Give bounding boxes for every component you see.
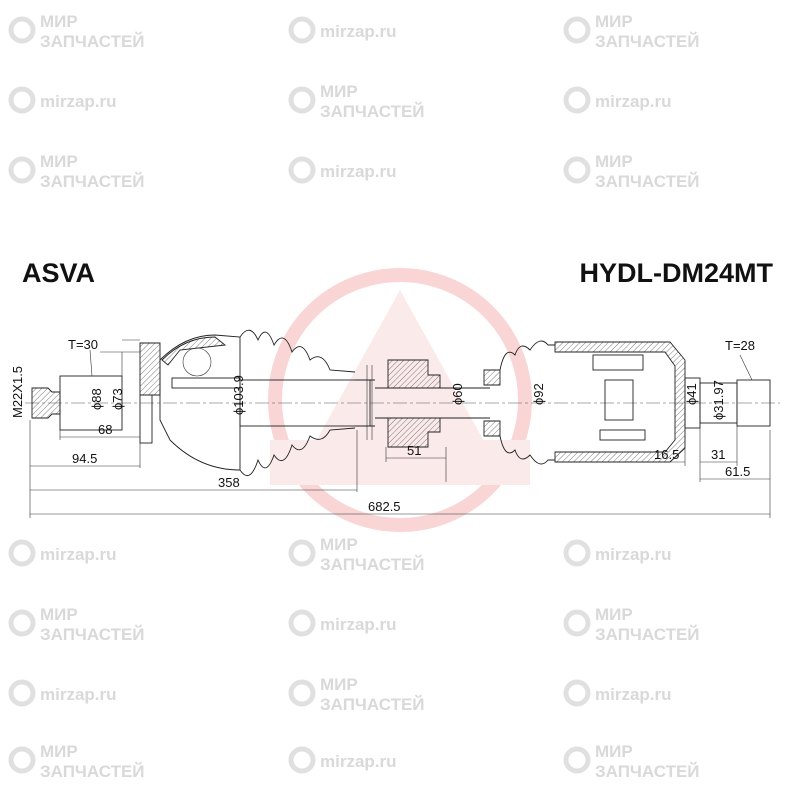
length-31-label: 31 (711, 447, 725, 462)
asva-sport-logo (268, 268, 532, 532)
watermark-grid: МИРЗАПЧАСТЕЙmirzap.ruМИРЗАПЧАСТЕЙmirzap.… (8, 12, 700, 781)
watermark-pin-icon (8, 16, 36, 44)
watermark-text: mirzap.ru (40, 685, 117, 704)
watermark-pin-icon (288, 609, 316, 637)
watermark-pin-icon (563, 86, 591, 114)
watermark-text: mirzap.ru (595, 685, 672, 704)
watermark-pin-icon (563, 156, 591, 184)
watermark-pin-icon (8, 679, 36, 707)
watermark-text: mirzap.ru (320, 22, 397, 41)
watermark-text: ЗАПЧАСТЕЙ (40, 762, 145, 781)
length-358-label: 358 (218, 475, 240, 490)
right-teeth-label: T=28 (725, 338, 755, 353)
watermark-text: МИР (595, 12, 633, 31)
diameter-92-label: ϕ92 (531, 383, 546, 405)
watermark-pin-icon (8, 156, 36, 184)
watermark-pin-icon (563, 679, 591, 707)
watermark-text: ЗАПЧАСТЕЙ (595, 32, 700, 51)
watermark-text: ЗАПЧАСТЕЙ (40, 32, 145, 51)
watermark-text: МИР (40, 152, 78, 171)
watermark-pin-icon (8, 539, 36, 567)
watermark-text: МИР (595, 742, 633, 761)
watermark-text: ЗАПЧАСТЕЙ (40, 172, 145, 191)
watermark-text: ЗАПЧАСТЕЙ (595, 172, 700, 191)
watermark-text: МИР (595, 152, 633, 171)
watermark-text: mirzap.ru (595, 545, 672, 564)
watermark-text: МИР (40, 742, 78, 761)
watermark-pin-icon (563, 609, 591, 637)
watermark-text: МИР (40, 12, 78, 31)
watermark-text: ЗАПЧАСТЕЙ (320, 555, 425, 574)
left-teeth-label: T=30 (68, 337, 98, 352)
length-682-5-label: 682.5 (368, 499, 401, 514)
watermark-pin-icon (563, 16, 591, 44)
watermark-text: mirzap.ru (320, 162, 397, 181)
watermark-text: МИР (320, 535, 358, 554)
length-51-label: 51 (407, 443, 421, 458)
diameter-60-label: ϕ60 (450, 383, 465, 405)
watermark-text: МИР (40, 605, 78, 624)
length-68-label: 68 (98, 422, 112, 437)
watermark-text: mirzap.ru (40, 92, 117, 111)
diameter-88-label: ϕ88 (89, 388, 104, 410)
watermark-pin-icon (8, 609, 36, 637)
watermark-pin-icon (288, 86, 316, 114)
watermark-pin-icon (563, 539, 591, 567)
watermark-pin-icon (288, 16, 316, 44)
length-16-5-label: 16.5 (654, 447, 679, 462)
watermark-text: ЗАПЧАСТЕЙ (320, 695, 425, 714)
diameter-103-9-label: ϕ103.9 (231, 375, 246, 415)
watermark-pin-icon (8, 86, 36, 114)
watermark-text: mirzap.ru (320, 752, 397, 771)
watermark-text: ЗАПЧАСТЕЙ (40, 625, 145, 644)
brand-label: ASVA (22, 258, 96, 288)
watermark-text: МИР (595, 605, 633, 624)
watermark-pin-icon (563, 746, 591, 774)
length-94-5-label: 94.5 (72, 451, 97, 466)
watermark-pin-icon (288, 539, 316, 567)
diameter-31-97-label: ϕ31.97 (711, 380, 726, 420)
watermark-text: ЗАПЧАСТЕЙ (595, 625, 700, 644)
part-number-label: HYDL-DM24MT (579, 258, 774, 288)
watermark-text: ЗАПЧАСТЕЙ (320, 102, 425, 121)
dimension-lines (29, 339, 771, 518)
watermark-text: МИР (320, 82, 358, 101)
diameter-41-label: ϕ41 (684, 383, 699, 405)
watermark-text: mirzap.ru (320, 615, 397, 634)
watermark-pin-icon (288, 679, 316, 707)
watermark-text: ЗАПЧАСТЕЙ (595, 762, 700, 781)
watermark-pin-icon (8, 746, 36, 774)
watermark-pin-icon (288, 746, 316, 774)
watermark-text: mirzap.ru (40, 545, 117, 564)
watermark-pin-icon (288, 156, 316, 184)
watermark-text: МИР (320, 675, 358, 694)
diameter-73-label: ϕ73 (110, 388, 125, 410)
watermark-text: mirzap.ru (595, 92, 672, 111)
thread-label: M22X1.5 (10, 366, 25, 418)
length-61-5-label: 61.5 (725, 464, 750, 479)
drive-shaft-drawing (31, 329, 771, 477)
